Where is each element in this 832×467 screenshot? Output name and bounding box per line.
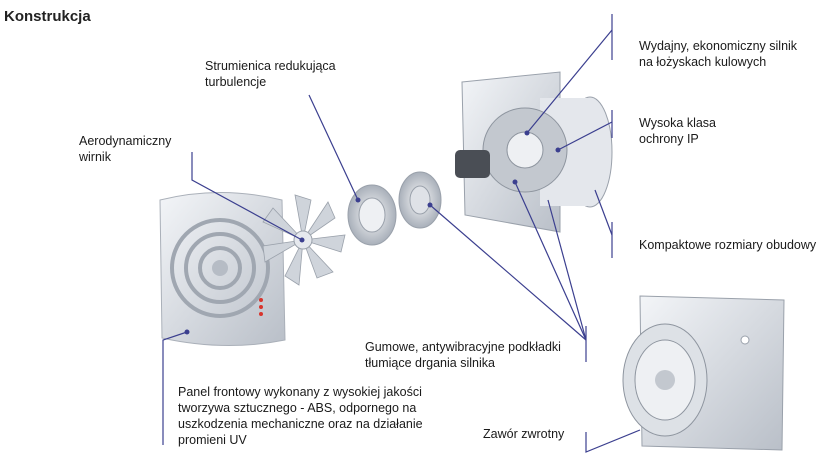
label-line: Zawór zwrotny bbox=[483, 427, 565, 441]
label-line: tłumiące drgania silnika bbox=[365, 356, 495, 370]
label-line: wirnik bbox=[79, 150, 111, 164]
label-line: turbulencje bbox=[205, 75, 267, 89]
leader-lines bbox=[162, 14, 641, 453]
damper-disc bbox=[398, 171, 442, 229]
label-line: Strumienica redukująca bbox=[205, 59, 336, 73]
label-motor: Wydajny, ekonomiczny silnik na łożyskach… bbox=[639, 38, 797, 70]
label-compact: Kompaktowe rozmiary obudowy bbox=[639, 237, 816, 253]
led-indicator bbox=[259, 298, 263, 302]
label-line: Panel frontowy wykonany z wysokiej jakoś… bbox=[178, 385, 422, 399]
motor-housing bbox=[455, 71, 613, 233]
label-nozzle: Strumienica redukująca turbulencje bbox=[205, 58, 336, 90]
page-title: Konstrukcja bbox=[4, 8, 91, 25]
label-line: Gumowe, antywibracyjne podkładki bbox=[365, 340, 561, 354]
label-line: ochrony IP bbox=[639, 132, 699, 146]
label-line: Wysoka klasa bbox=[639, 116, 716, 130]
assembled-fan bbox=[622, 295, 785, 451]
label-check-valve: Zawór zwrotny bbox=[483, 426, 564, 442]
label-dampers: Gumowe, antywibracyjne podkładki tłumiąc… bbox=[365, 339, 561, 371]
label-line: Aerodynamiczny bbox=[79, 134, 172, 148]
label-impeller: Aerodynamiczny wirnik bbox=[79, 133, 171, 165]
label-line: Kompaktowe rozmiary obudowy bbox=[639, 238, 817, 252]
label-line: tworzywa sztucznego - ABS, odpornego na bbox=[178, 401, 417, 415]
label-line: Wydajny, ekonomiczny silnik bbox=[639, 39, 798, 53]
label-ip-class: Wysoka klasa ochrony IP bbox=[639, 115, 716, 147]
front-panel bbox=[159, 192, 286, 346]
label-line: na łożyskach kulowych bbox=[639, 55, 767, 69]
label-line: uszkodzenia mechaniczne oraz na działani… bbox=[178, 417, 423, 431]
label-front-panel: Panel frontowy wykonany z wysokiej jakoś… bbox=[178, 384, 423, 448]
label-line: promieni UV bbox=[178, 433, 247, 447]
